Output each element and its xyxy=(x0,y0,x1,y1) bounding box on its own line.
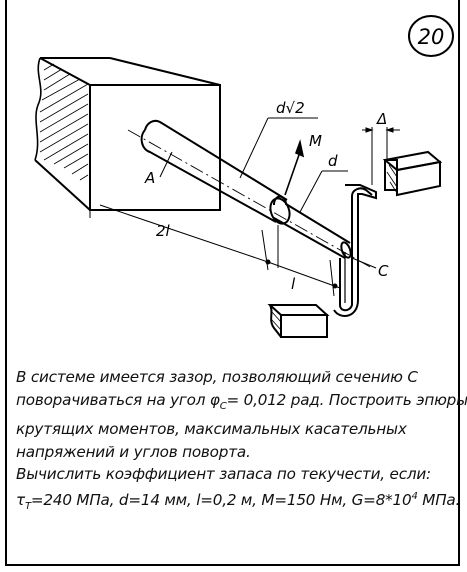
large-diameter-label: d√2 xyxy=(276,99,305,117)
dimension-2l xyxy=(89,204,271,271)
problem-number: 20 xyxy=(418,25,445,49)
wall-support xyxy=(34,57,221,211)
wall-hatching xyxy=(39,63,89,181)
length-l-label: l xyxy=(291,275,296,293)
page-frame xyxy=(5,0,460,566)
statement-line-5: Вычислить коэффициент запаса по текучест… xyxy=(16,465,431,484)
small-diameter-label: d xyxy=(328,152,338,170)
statement-line-3: крутящих моментов, максимальных касатель… xyxy=(16,420,407,439)
statement-line-4: напряжений и углов поворта. xyxy=(16,442,251,461)
leader-large-diameter xyxy=(239,117,318,179)
moment-label: M xyxy=(309,132,322,150)
dimension-l xyxy=(267,225,341,297)
problem-number-badge: 20 xyxy=(408,15,454,57)
gap-dimension xyxy=(362,127,400,185)
statement-line-2: поворачиваться на угол φС= 0,012 рад. По… xyxy=(16,390,467,412)
center-line xyxy=(127,129,373,269)
leader-small-diameter xyxy=(299,170,348,213)
lever-arm xyxy=(333,184,377,317)
gap-label: Δ xyxy=(376,110,387,128)
statement-line-1: В системе имеется зазор, позволяющий сеч… xyxy=(16,368,418,386)
moment-arrow xyxy=(284,139,305,196)
length-2l-label: 2l xyxy=(156,222,171,240)
stop-lower xyxy=(267,304,330,338)
section-a-label: A xyxy=(144,169,155,187)
shaft-small xyxy=(272,195,352,259)
section-c-label: C xyxy=(378,262,389,280)
stop-upper xyxy=(382,150,443,197)
statement-line-6: τТ=240 МПа, d=14 мм, l=0,2 м, М=150 Нм, … xyxy=(16,490,461,512)
problem-statement: В системе имеется зазор, позволяющий сеч… xyxy=(16,366,467,518)
shaft-figure: 20 xyxy=(34,15,454,338)
